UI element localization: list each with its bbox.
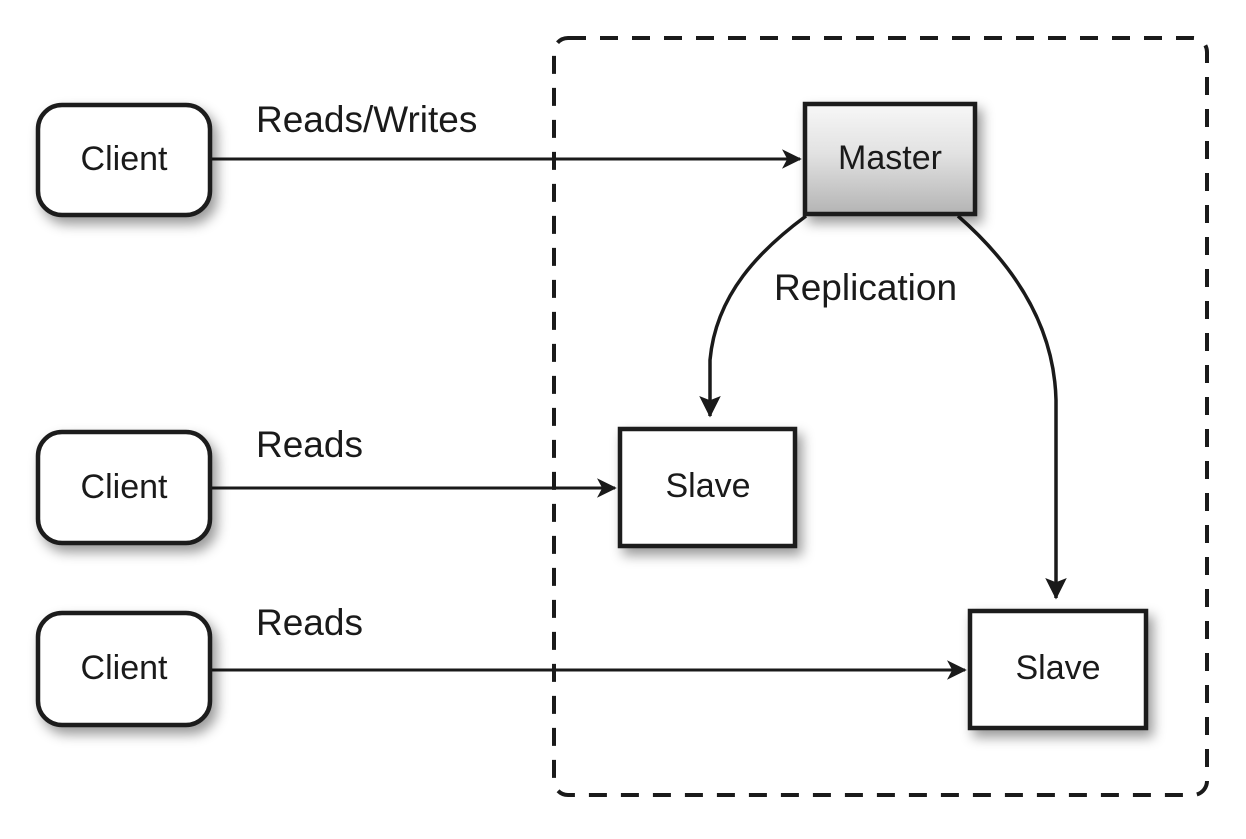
master-label: Master <box>838 139 942 177</box>
client-1-shape <box>35 102 213 218</box>
edge-label-reads-slave-1: Reads <box>256 424 363 465</box>
edge-master-slave2 <box>956 214 1067 600</box>
node-client-1[interactable]: Client <box>35 102 213 218</box>
node-client-3[interactable]: Client <box>35 610 213 728</box>
client-3-shape <box>35 610 213 728</box>
slave-2-shape <box>967 608 1149 731</box>
slave-2-label: Slave <box>1015 649 1100 687</box>
node-slave-1[interactable]: Slave <box>617 426 798 549</box>
client-3-label: Client <box>81 649 168 687</box>
replication-cluster-boundary <box>552 36 1209 797</box>
client-1-label: Client <box>81 140 168 178</box>
master-shape <box>802 101 978 217</box>
edge-label-replication: Replication <box>774 267 957 308</box>
slave-1-shape <box>617 426 798 549</box>
node-client-2[interactable]: Client <box>35 429 213 546</box>
node-master[interactable]: Master <box>802 101 978 217</box>
client-2-label: Client <box>81 468 168 506</box>
edge-label-reads-writes: Reads/Writes <box>256 99 477 140</box>
edge-master-slave1 <box>699 214 808 418</box>
node-slave-2[interactable]: Slave <box>967 608 1149 731</box>
edge-label-reads-slave-2: Reads <box>256 602 363 643</box>
client-2-shape <box>35 429 213 546</box>
slave-1-label: Slave <box>665 467 750 505</box>
